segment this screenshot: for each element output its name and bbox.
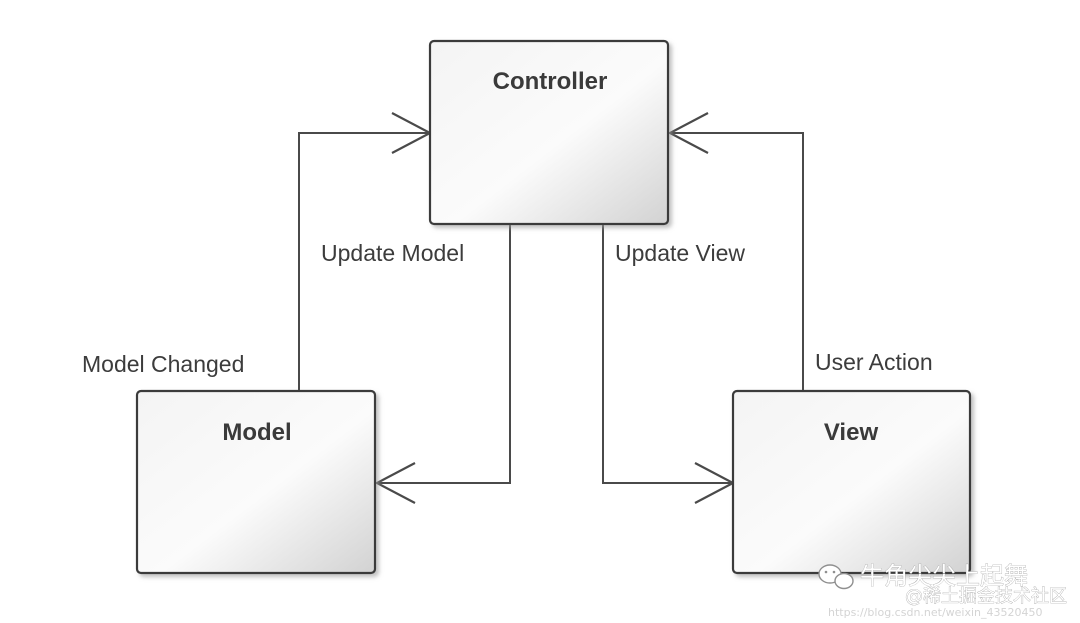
update-model-label: Update Model [321,240,464,266]
watermark-title: 牛角尖尖上起舞 [860,562,1028,590]
connectors [298,132,804,484]
model-label: Model [222,419,291,446]
arrowhead-into-controller-right [667,112,709,154]
wechat-icon [818,564,854,590]
watermark-url: https://blog.csdn.net/weixin_43520450 [828,606,1043,619]
user-action-label: User Action [815,349,933,375]
update-model-connector [377,224,511,484]
model-box: Model [135,389,377,575]
arrowhead-into-model [374,462,416,504]
controller-label: Controller [493,68,608,95]
watermark: 牛角尖尖上起舞 @稀土掘金技术社区 https://blog.csdn.net/… [818,562,1067,619]
user-action-connector [670,132,804,390]
update-view-connector [602,224,733,484]
update-view-label: Update View [615,240,745,266]
model-changed-connector [298,132,430,390]
view-box: View [731,389,972,575]
view-label: View [824,419,879,446]
controller-box: Controller [428,39,670,226]
watermark-subtitle: @稀土掘金技术社区 [905,586,1067,607]
model-changed-label: Model Changed [82,351,244,377]
